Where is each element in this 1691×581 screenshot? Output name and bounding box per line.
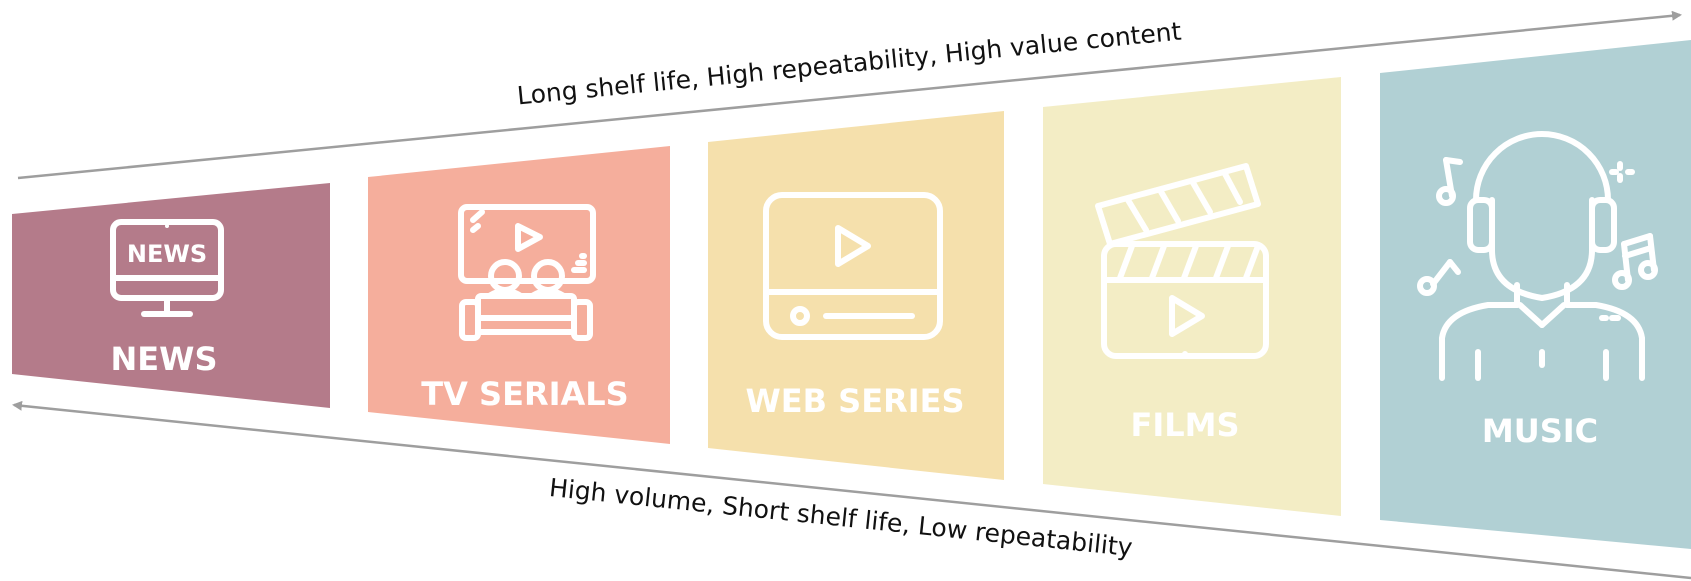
video-player-icon xyxy=(763,192,943,340)
listener-headphones-icon xyxy=(1417,131,1658,381)
bottom-arrow-label: High volume, Short shelf life, Low repea… xyxy=(548,473,1134,562)
clapperboard-icon xyxy=(1095,163,1269,359)
panel-films xyxy=(1043,77,1341,516)
news-icon-word: NEWS xyxy=(127,240,207,268)
top-arrow xyxy=(17,10,1682,180)
panel-label-tv-serials: TV SERIALS xyxy=(421,375,628,413)
panel-web-series xyxy=(708,111,1004,480)
panel-label-films: FILMS xyxy=(1130,406,1239,444)
panel-label-news: NEWS xyxy=(111,340,218,378)
panel-films-shape xyxy=(1043,77,1341,516)
bottom-arrow xyxy=(12,400,1691,580)
panel-label-music: MUSIC xyxy=(1482,412,1598,450)
panel-web-series-shape xyxy=(708,111,1004,480)
tv-audience-icon xyxy=(458,204,596,341)
news-monitor-icon: NEWS xyxy=(110,219,224,317)
panel-label-web-series: WEB SERIES xyxy=(745,382,964,420)
